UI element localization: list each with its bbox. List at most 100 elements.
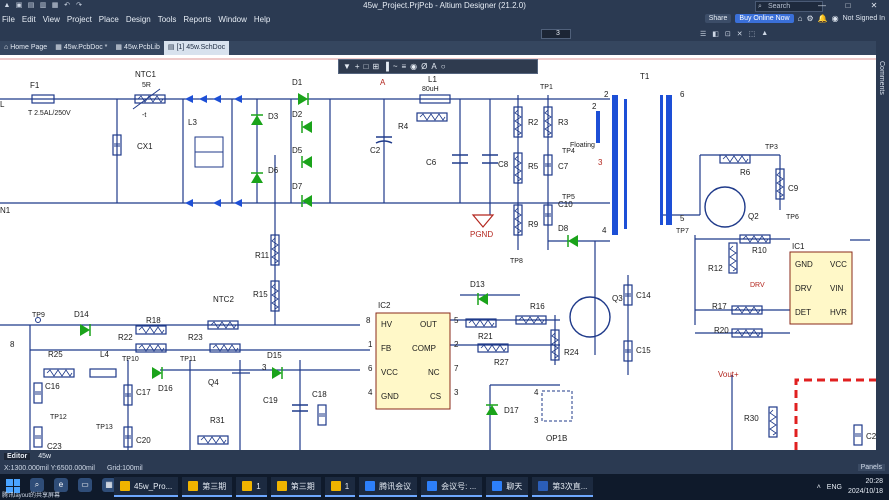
- menu-help[interactable]: Help: [253, 15, 271, 24]
- buy-online-button[interactable]: Buy Online Now: [735, 14, 794, 23]
- transformer-t1-secondary[interactable]: [666, 95, 672, 225]
- taskbar-app-chat[interactable]: 聊天: [486, 477, 529, 497]
- menu-window[interactable]: Window: [218, 15, 247, 24]
- clock[interactable]: 20:28 2024/10/18: [848, 477, 883, 497]
- tool-box-icon[interactable]: ⬚: [748, 31, 756, 38]
- diode-d16[interactable]: [151, 366, 163, 380]
- save-icon[interactable]: ▣: [15, 2, 23, 9]
- diode-d15[interactable]: [271, 366, 283, 380]
- taskbar-app-altium[interactable]: 45w_Pro...: [114, 477, 179, 497]
- diode-d14[interactable]: [79, 323, 91, 337]
- minimize-button[interactable]: —: [818, 1, 826, 10]
- diode-d3[interactable]: [250, 114, 264, 126]
- tab-pcbdoc[interactable]: ▦45w.PcbDoc *: [51, 41, 111, 55]
- resistor-r30[interactable]: [768, 406, 778, 438]
- search-input[interactable]: ⌕ Search: [755, 1, 823, 12]
- optocoupler-op1b[interactable]: [541, 390, 573, 422]
- ic1-chip[interactable]: [789, 251, 853, 325]
- fuse-f1[interactable]: [31, 94, 55, 104]
- testpoint-tp9[interactable]: [35, 317, 41, 323]
- menu-design[interactable]: Design: [125, 15, 151, 24]
- diode-d1[interactable]: [297, 92, 309, 106]
- resistor-r25[interactable]: [43, 368, 75, 378]
- align-icon[interactable]: ⊞: [372, 62, 380, 71]
- panels-button[interactable]: Panels: [857, 464, 885, 471]
- diode-d2[interactable]: [301, 120, 313, 134]
- diode-d8[interactable]: [567, 234, 579, 248]
- diode-d6[interactable]: [250, 172, 264, 184]
- filter-icon[interactable]: ▼: [343, 62, 351, 71]
- editor-tab[interactable]: Editor: [4, 452, 31, 460]
- tray-chevron-icon[interactable]: ˄: [816, 483, 821, 491]
- ic2-chip[interactable]: [375, 312, 451, 410]
- add-icon[interactable]: +: [354, 62, 360, 71]
- home-icon[interactable]: ⌂: [797, 14, 803, 23]
- taskbar-app-meeting[interactable]: 腾讯会议: [359, 477, 418, 497]
- open-icon[interactable]: ▥: [39, 2, 47, 9]
- start-button[interactable]: [6, 479, 20, 493]
- no-erc-icon[interactable]: Ø: [421, 62, 428, 71]
- tool-frame-icon[interactable]: ⊡: [724, 31, 731, 38]
- language-indicator[interactable]: ENG: [826, 483, 842, 491]
- taskbar-app-meeting-id[interactable]: 会议号: ...: [421, 477, 483, 497]
- taskbar-app-word[interactable]: 第3次直...: [532, 477, 594, 497]
- resistor-r31[interactable]: [197, 435, 229, 445]
- tab-schdoc[interactable]: ▤[1] 45w.SchDoc: [163, 41, 230, 55]
- share-button[interactable]: Share: [704, 14, 732, 23]
- comments-panel-tab[interactable]: Comments: [878, 61, 885, 95]
- taskbar-app-folder-2[interactable]: 1: [236, 477, 267, 497]
- net-icon[interactable]: ~: [392, 62, 398, 71]
- tab-home-page[interactable]: ⌂Home Page: [0, 41, 51, 55]
- capacitor-c21[interactable]: [853, 424, 863, 446]
- signin-status[interactable]: Not Signed In: [842, 15, 885, 22]
- taskbar-app-folder-4[interactable]: 1: [324, 477, 356, 497]
- select-icon[interactable]: □: [363, 62, 369, 71]
- resistor-r22[interactable]: [135, 343, 167, 353]
- sheet-combo[interactable]: 3: [541, 29, 571, 39]
- resistor-r23[interactable]: [209, 343, 241, 353]
- gear-icon[interactable]: ⚙: [806, 14, 814, 23]
- transformer-t1-primary[interactable]: [612, 95, 618, 235]
- capacitor-c18[interactable]: [317, 404, 327, 426]
- port-icon[interactable]: ◉: [410, 62, 418, 71]
- diode-d7[interactable]: [301, 194, 313, 208]
- bus-icon[interactable]: ≡: [401, 62, 407, 71]
- resistor-r18[interactable]: [135, 325, 167, 335]
- save-all-icon[interactable]: ▤: [27, 2, 35, 9]
- store-icon[interactable]: ▦: [102, 478, 116, 492]
- capacitor-c16[interactable]: [33, 382, 43, 404]
- diode-d5[interactable]: [301, 155, 313, 169]
- folder-taskbar-icon[interactable]: ▭: [78, 478, 92, 492]
- folder-icon[interactable]: ▦: [51, 2, 59, 9]
- resistor-r12[interactable]: [728, 242, 738, 274]
- capacitor-c23[interactable]: [33, 426, 43, 448]
- tab-pcblib[interactable]: ▦45w.PcbLib: [111, 41, 163, 55]
- text-icon[interactable]: A: [431, 62, 437, 71]
- search-taskbar-icon[interactable]: ⌕: [30, 478, 44, 492]
- notifications-icon[interactable]: 🔔: [817, 14, 828, 23]
- tool-panel-icon[interactable]: ◧: [712, 31, 719, 38]
- editor-doc-tab[interactable]: 45w: [38, 452, 52, 460]
- menu-view[interactable]: View: [42, 15, 60, 24]
- tool-cross-icon[interactable]: ✕: [736, 31, 743, 38]
- edge-icon[interactable]: e: [54, 478, 68, 492]
- maximize-button[interactable]: □: [845, 1, 851, 10]
- tool-list-icon[interactable]: ☰: [700, 31, 707, 38]
- menu-place[interactable]: Place: [98, 15, 119, 24]
- menu-tools[interactable]: Tools: [157, 15, 177, 24]
- undo-icon[interactable]: ↶: [64, 2, 70, 9]
- resistor-r6[interactable]: [719, 154, 751, 164]
- menu-file[interactable]: File: [2, 15, 15, 24]
- menu-edit[interactable]: Edit: [21, 15, 36, 24]
- menu-project[interactable]: Project: [66, 15, 92, 24]
- inductor-l4[interactable]: [89, 368, 117, 378]
- shape-icon[interactable]: ○: [440, 62, 446, 71]
- wire-icon[interactable]: ▐: [383, 62, 389, 71]
- taskbar-app-folder-3[interactable]: 第三期: [270, 477, 321, 497]
- user-icon[interactable]: ◉: [831, 14, 839, 23]
- diode-d17[interactable]: [485, 404, 499, 416]
- menu-reports[interactable]: Reports: [183, 15, 212, 24]
- mosfet-q2[interactable]: [704, 186, 746, 228]
- schematic-canvas[interactable]: L N1 F1 T 2.5AL/250V NTC1 5R -t CX1 L3 D…: [0, 55, 876, 450]
- redo-icon[interactable]: ↷: [76, 2, 82, 9]
